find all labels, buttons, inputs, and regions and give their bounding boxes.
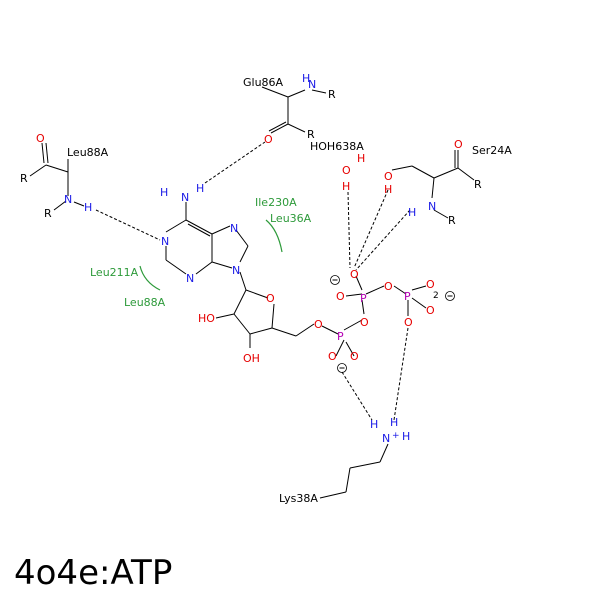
atom-n3: N [186, 272, 194, 285]
charge-gamma: 2 [433, 291, 439, 301]
atom-h-leu88: H [84, 201, 92, 214]
residue-leu36: Leu36A [270, 212, 312, 225]
atom-p-beta: P [360, 292, 367, 305]
atom-o-alpha-b: O [350, 350, 359, 363]
charge-minus-icon [445, 291, 455, 301]
hydrophobic-arc-ile230 [265, 219, 283, 253]
atom-n-amine: N [181, 191, 189, 204]
atom-h-water-2: H [342, 180, 350, 193]
residue-labels: Glu86A Leu88A HOH638A Ser24A Ile230A Leu… [67, 76, 512, 505]
hydrogen-bonds [95, 141, 411, 421]
atom-r-glu86-a: R [328, 88, 336, 101]
atom-h-ser-og: H [384, 183, 392, 196]
atom-p-gamma: P [404, 290, 411, 303]
atom-p-alpha: P [337, 330, 344, 343]
atom-o-leu88: O [36, 132, 45, 145]
atom-o-glu86: O [264, 133, 273, 146]
residue-glu86: Glu86A [243, 76, 284, 89]
residue-ser24: Ser24A [472, 144, 512, 157]
atom-h-amine-1: H [160, 186, 168, 199]
atom-n7: N [230, 222, 238, 235]
residue-ile230: Ile230A [255, 196, 297, 209]
atom-n-lys: N [382, 432, 390, 445]
residue-hoh638: HOH638A [310, 140, 364, 153]
atom-r-leu88-b: R [44, 207, 52, 220]
hydrophobic-arc-leu211 [139, 265, 161, 291]
atom-o-ser-og: O [384, 170, 393, 183]
atom-h-water-1: H [357, 152, 365, 165]
atom-o-alpha-a: O [328, 350, 337, 363]
diagram-title: 4o4e:ATP [14, 553, 172, 593]
atom-labels: N H R R O O R N H R H N H N N N N O HO O… [20, 72, 482, 445]
atom-h-amine-2: H [196, 182, 204, 195]
atom-h-glu86: H [302, 72, 310, 85]
hydrophobic-contacts [139, 219, 283, 291]
atom-o-ser-c: O [454, 138, 463, 151]
atom-n1: N [161, 235, 169, 248]
atom-n-leu88: N [64, 193, 72, 206]
atom-o-ab: O [360, 316, 369, 329]
atom-r-ser-b: R [448, 214, 456, 227]
residue-leu211: Leu211A [90, 266, 139, 279]
atom-oh-3: OH [243, 352, 260, 365]
atom-h-lys-3: H [402, 430, 410, 443]
covalent-bonds [29, 86, 475, 499]
residue-leu88-bottom: Leu88A [124, 296, 166, 309]
atom-n9: N [232, 264, 240, 277]
atom-h-lys-1: H [370, 418, 378, 431]
atom-r-ser-a: R [474, 178, 482, 191]
charge-minus-icon [330, 275, 340, 285]
atom-n-ser: N [428, 200, 436, 213]
atom-r-glu86-b: R [307, 128, 315, 141]
atom-r-leu88-a: R [20, 172, 28, 185]
charge-lys: + [392, 431, 400, 441]
atom-o5: O [314, 318, 323, 331]
atom-o-gamma-c: O [404, 316, 413, 329]
residue-lys38: Lys38A [279, 492, 318, 505]
negative-charges [330, 275, 455, 373]
atom-o-gamma-b: O [426, 304, 435, 317]
charge-minus-icon [337, 363, 347, 373]
atom-n-glu86: N [308, 78, 316, 91]
atom-o-beta-top: O [350, 268, 359, 281]
atom-o-ring: O [266, 292, 275, 305]
atom-ho-2: HO [198, 312, 215, 325]
atom-o-beta-left: O [336, 290, 345, 303]
atom-h-lys-2: H [390, 416, 398, 429]
atom-o-gamma-a: O [426, 278, 435, 291]
atom-o-water: O [342, 164, 351, 177]
atom-h-ser: H [408, 206, 416, 219]
atom-o-bg: O [384, 280, 393, 293]
residue-leu88-top: Leu88A [67, 146, 109, 159]
